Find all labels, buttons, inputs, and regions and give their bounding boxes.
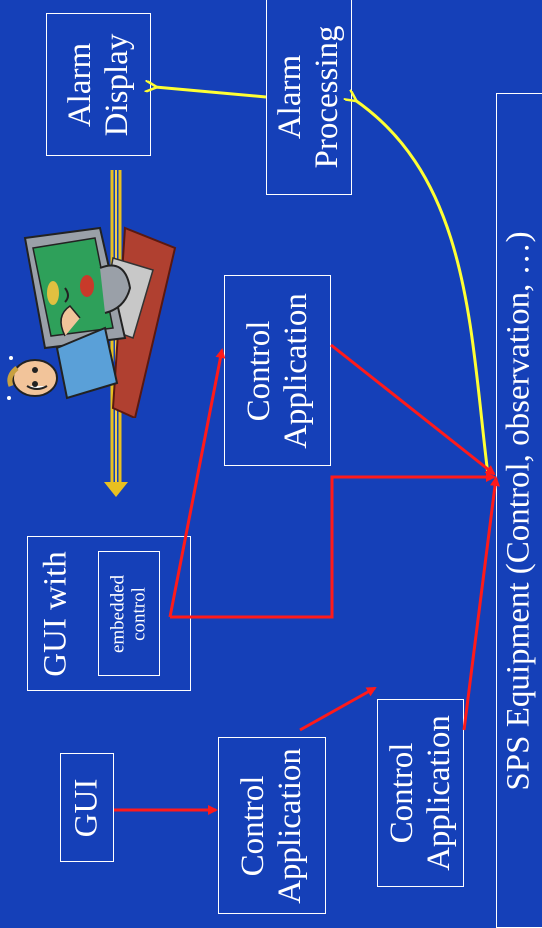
- alarm-display-box: Alarm Display: [46, 13, 151, 156]
- operator-at-computer-icon: [7, 226, 177, 418]
- gui-with-title: GUI with: [37, 550, 74, 677]
- control-application-left-line1: Control: [235, 775, 272, 876]
- control-application-lower-line2: Application: [420, 715, 457, 871]
- alarm-processing-line1: Alarm: [272, 54, 309, 139]
- alarm-processing-box: Alarm Processing: [266, 0, 352, 195]
- control-application-upper-box: Control Application: [224, 275, 331, 466]
- control-application-lower-box: Control Application: [377, 699, 464, 887]
- upper-app-to-sps-arrow: [330, 343, 496, 476]
- gui-label: GUI: [68, 778, 105, 837]
- alarm-processing-line2: Processing: [309, 25, 345, 168]
- control-application-left-line2: Application: [272, 747, 308, 904]
- embedded-control-line1: embedded: [107, 574, 129, 653]
- alarm-display-line2: Display: [98, 33, 135, 136]
- embedded-control-box: embedded control: [98, 551, 160, 676]
- embedded-control-line2: control: [129, 586, 150, 641]
- control-app-to-lower-app-arrow: [299, 686, 377, 732]
- control-application-lower-line1: Control: [383, 742, 420, 844]
- sps-equipment-box: SPS Equipment (Control, observation, …): [496, 93, 542, 928]
- sps-to-alarm-processing-arrow: [355, 100, 490, 476]
- sps-equipment-label: SPS Equipment (Control, observation, …): [500, 230, 537, 791]
- gui-with-embedded-control-box: GUI with embedded control: [27, 536, 191, 691]
- embedded-control-to-sps-arrow: [170, 472, 496, 619]
- gui-box: GUI: [60, 753, 114, 862]
- control-application-left-box: Control Application: [218, 737, 326, 914]
- alarm-display-line1: Alarm: [61, 42, 98, 127]
- control-application-upper-line2: Application: [277, 292, 314, 449]
- lower-app-to-sps-arrow: [462, 476, 500, 731]
- control-application-upper-line1: Control: [240, 320, 277, 421]
- alarm-processing-to-display-arrow: [155, 87, 267, 99]
